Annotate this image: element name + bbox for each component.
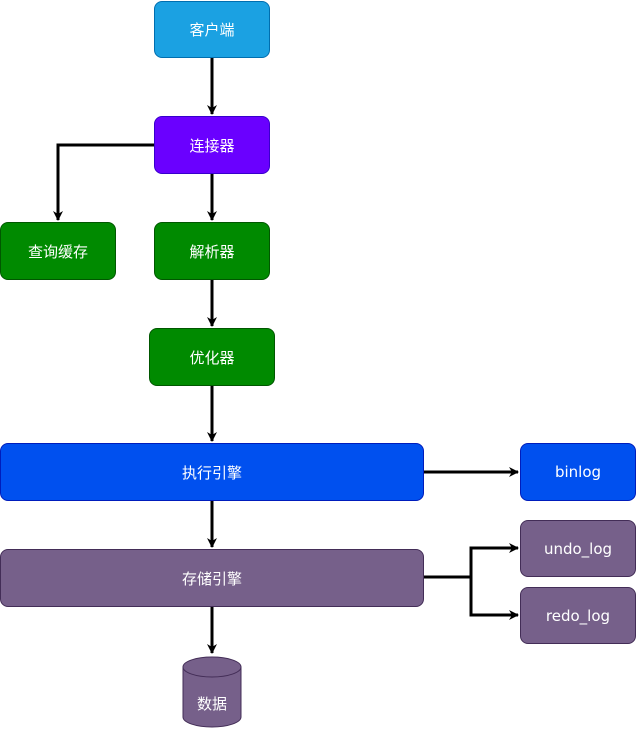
node-connector-label: 连接器 [189, 136, 235, 155]
node-optimizer-label: 优化器 [189, 348, 235, 367]
data-cylinder [182, 656, 242, 728]
node-parser-label: 解析器 [189, 242, 235, 261]
node-parser[interactable]: 解析器 [154, 222, 270, 280]
node-binlog-label: binlog [554, 463, 602, 481]
node-query-cache-label: 查询缓存 [27, 242, 88, 261]
node-client[interactable]: 客户端 [154, 1, 270, 58]
node-data-label: 数据 [196, 694, 227, 713]
node-optimizer[interactable]: 优化器 [149, 328, 275, 386]
node-executor-label: 执行引擎 [181, 463, 242, 482]
node-redo-log[interactable]: redo_log [520, 587, 636, 644]
node-storage-engine[interactable]: 存储引擎 [0, 549, 424, 607]
node-redo-log-label: redo_log [545, 606, 611, 625]
edge-storage-redo-log [469, 577, 519, 620]
edge-connector-query-cache [53, 143, 155, 221]
node-undo-log[interactable]: undo_log [520, 520, 636, 577]
edge-storage-undo-log [469, 543, 519, 577]
node-storage-engine-label: 存储引擎 [181, 569, 242, 588]
node-executor[interactable]: 执行引擎 [0, 443, 424, 501]
node-connector[interactable]: 连接器 [154, 116, 270, 174]
node-binlog[interactable]: binlog [520, 443, 636, 501]
node-client-label: 客户端 [189, 21, 235, 39]
node-undo-log-label: undo_log [543, 539, 613, 558]
node-data[interactable]: 数据 [183, 680, 241, 726]
node-query-cache[interactable]: 查询缓存 [0, 222, 116, 280]
